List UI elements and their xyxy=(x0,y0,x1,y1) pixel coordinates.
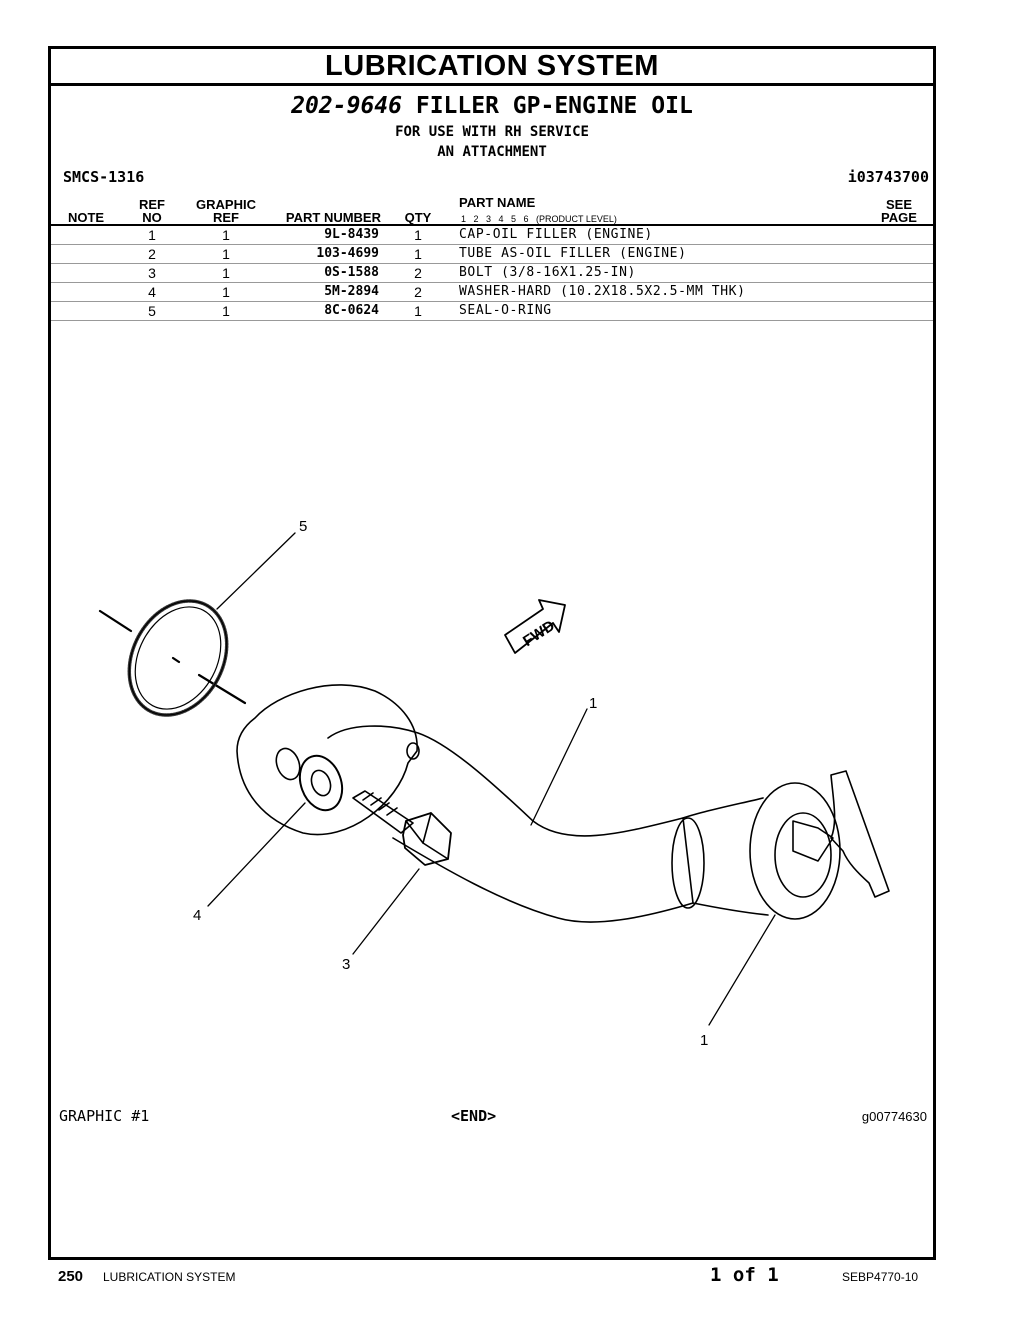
document-number: SEBP4770-10 xyxy=(842,1270,919,1284)
row-graphic: 1 xyxy=(222,303,230,319)
page-section: LUBRICATION SYSTEM xyxy=(103,1270,236,1284)
header-rule xyxy=(51,224,933,226)
flange-hole-back xyxy=(406,742,420,760)
section-title: LUBRICATION SYSTEM xyxy=(51,49,933,86)
tube-end-opening xyxy=(774,812,832,898)
col-part-name: PART NAME xyxy=(459,195,536,210)
row-graphic: 1 xyxy=(222,265,230,281)
hard-washer xyxy=(298,754,344,812)
col-see-bottom: PAGE xyxy=(881,210,917,225)
table-row: 4 1 5M-2894 2 WASHER-HARD (10.2X18.5X2.5… xyxy=(51,283,933,302)
row-part-name: BOLT (3/8-16X1.25-IN) xyxy=(459,265,636,280)
group-part-number: 202-9646 xyxy=(291,93,402,119)
col-see-top: SEE xyxy=(885,197,912,212)
usage-note-2: AN ATTACHMENT xyxy=(437,144,547,160)
row-qty: 1 xyxy=(414,227,422,243)
page-count: 1 of 1 xyxy=(710,1264,779,1286)
forward-arrow-icon xyxy=(504,599,566,654)
row-part-name: WASHER-HARD (10.2X18.5X2.5-MM THK) xyxy=(459,284,746,299)
smcs-code: SMCS-1316 xyxy=(63,168,145,186)
row-qty: 2 xyxy=(414,284,422,300)
row-ref: 1 xyxy=(148,227,156,243)
table-row: 5 1 8C-0624 1 SEAL-O-RING xyxy=(51,302,933,321)
tube-lower-edge xyxy=(692,902,769,916)
cap-handle xyxy=(830,770,890,898)
axis-line-2 xyxy=(171,656,181,664)
flange-bolt-hole xyxy=(275,747,301,781)
group-part-name: FILLER GP-ENGINE OIL xyxy=(415,93,693,119)
row-part-number: 9L-8439 xyxy=(324,227,379,242)
axis-line-1 xyxy=(98,609,133,633)
row-ref: 4 xyxy=(148,284,156,300)
exploded-view-graphic: FWD 5 1 4 3 1 xyxy=(98,518,890,1049)
row-qty: 1 xyxy=(414,303,422,319)
leader-5 xyxy=(216,532,296,610)
row-part-number: 8C-0624 xyxy=(324,303,379,318)
graphic-id: g00774630 xyxy=(861,1109,927,1124)
tube-upper-edge xyxy=(682,797,764,819)
col-graphic-top: GRAPHIC xyxy=(196,197,256,212)
page-frame: LUBRICATION SYSTEM 202-9646 FILLER GP-EN… xyxy=(48,46,936,1260)
filler-flange xyxy=(236,684,418,836)
callout-1-bottom: 1 xyxy=(700,1032,708,1049)
col-ref-top: REF xyxy=(139,197,165,212)
graphic-label: GRAPHIC #1 xyxy=(59,1107,150,1125)
callout-3: 3 xyxy=(342,956,350,973)
tube-ring xyxy=(671,817,705,909)
col-graphic-bottom: REF xyxy=(213,210,239,225)
row-ref: 2 xyxy=(148,246,156,262)
callout-4: 4 xyxy=(193,907,201,924)
leader-3 xyxy=(352,868,420,955)
row-part-name: SEAL-O-RING xyxy=(459,303,552,318)
callout-1-top: 1 xyxy=(589,695,597,712)
row-part-number: 5M-2894 xyxy=(324,284,379,299)
filler-tube xyxy=(327,725,694,923)
row-graphic: 1 xyxy=(222,246,230,262)
usage-note-1: FOR USE WITH RH SERVICE xyxy=(395,124,589,140)
o-ring-seal xyxy=(127,599,229,717)
col-note: NOTE xyxy=(67,210,105,225)
fwd-label: FWD xyxy=(520,617,558,650)
row-part-number: 103-4699 xyxy=(316,246,379,261)
table-row: 1 1 9L-8439 1 CAP-OIL FILLER (ENGINE) xyxy=(51,226,933,245)
leader-4 xyxy=(207,802,306,907)
group-title: 202-9646 FILLER GP-ENGINE OIL xyxy=(51,93,933,119)
page-number: 250 xyxy=(58,1268,84,1285)
row-qty: 2 xyxy=(414,265,422,281)
leader-1-bottom xyxy=(708,914,776,1026)
table-row: 2 1 103-4699 1 TUBE AS-OIL FILLER (ENGIN… xyxy=(51,245,933,264)
col-qty: QTY xyxy=(404,210,432,225)
illustration-id: i03743700 xyxy=(847,168,929,186)
filler-cap xyxy=(792,820,834,862)
col-ref-bottom: NO xyxy=(142,210,162,225)
tube-end-flange xyxy=(749,782,841,920)
row-graphic: 1 xyxy=(222,227,230,243)
callout-5: 5 xyxy=(299,518,307,535)
row-ref: 5 xyxy=(148,303,156,319)
row-part-number: 0S-1588 xyxy=(324,265,379,280)
axis-line-3 xyxy=(197,673,247,705)
row-part-name: CAP-OIL FILLER (ENGINE) xyxy=(459,227,653,242)
col-product-levels: 1 2 3 4 5 6 (PRODUCT LEVEL) xyxy=(461,214,617,224)
col-part-number: PART NUMBER xyxy=(285,210,381,225)
row-graphic: 1 xyxy=(222,284,230,300)
row-part-name: TUBE AS-OIL FILLER (ENGINE) xyxy=(459,246,687,261)
row-qty: 1 xyxy=(414,246,422,262)
bolt xyxy=(352,790,452,866)
washer-hole xyxy=(310,769,332,797)
row-ref: 3 xyxy=(148,265,156,281)
end-marker: <END> xyxy=(451,1107,497,1125)
leader-1-top xyxy=(530,708,588,826)
table-row: 3 1 0S-1588 2 BOLT (3/8-16X1.25-IN) xyxy=(51,264,933,283)
